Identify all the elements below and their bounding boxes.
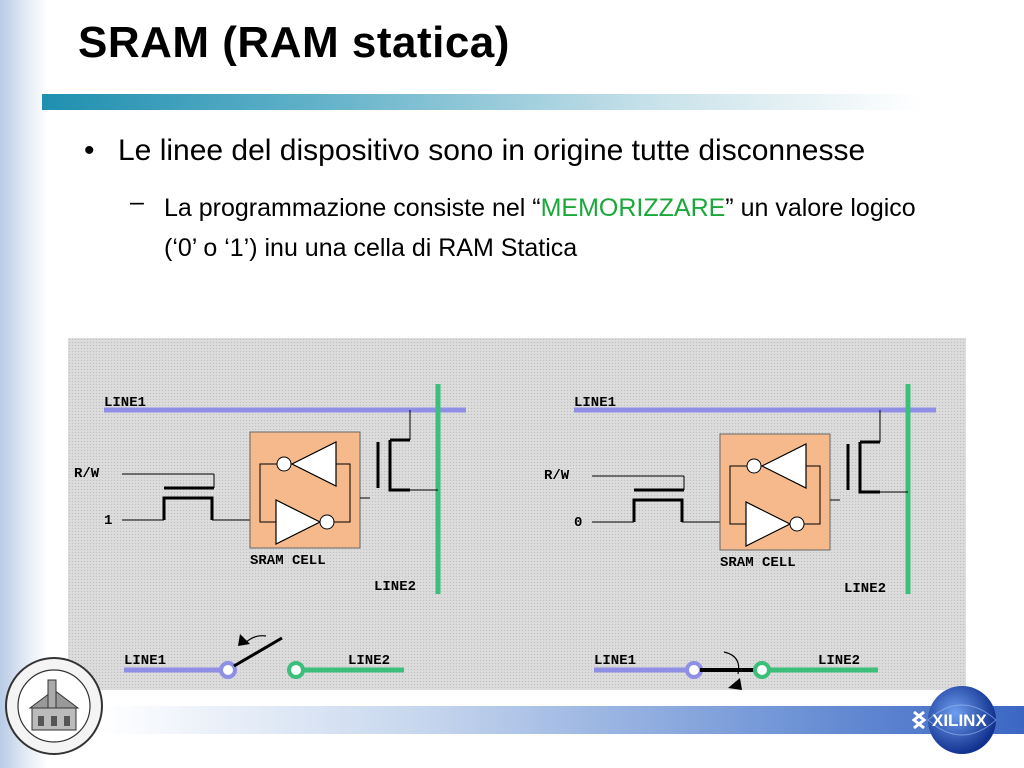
footer-gradient-bar (100, 706, 1024, 734)
right-bottom-line2-label: LINE2 (818, 653, 860, 669)
right-value-label: 0 (574, 515, 582, 531)
left-switch-node-b (287, 661, 305, 679)
right-rw-label: R/W (544, 468, 570, 484)
sub-text-before: La programmazione consiste nel “ (164, 194, 541, 222)
left-line2-label: LINE2 (374, 579, 416, 595)
right-switch-node-b (753, 661, 771, 679)
right-sram-cell-label: SRAM CELL (720, 555, 796, 571)
right-switch-arrow (728, 678, 742, 690)
left-sram-cell (249, 431, 361, 549)
left-value-label: 1 (104, 513, 112, 529)
sram-diagram-svg: LINE1 LINE2 R/W 1 SRAM CELL (74, 384, 936, 690)
left-sram-cell-label: SRAM CELL (250, 553, 326, 569)
right-line2-label: LINE2 (844, 581, 886, 597)
slide-title: SRAM (RAM statica) (78, 18, 510, 67)
left-switch-arrow (238, 634, 250, 646)
title-underline-bar (42, 94, 922, 110)
right-sram-cell (719, 433, 831, 551)
sub-text-after: ” un valore logico (‘0’ o ‘1’) inu una c… (164, 194, 916, 262)
left-output-transistor (388, 438, 410, 492)
sram-diagram: LINE1 LINE2 R/W 1 SRAM CELL (68, 338, 966, 690)
university-seal-logo (5, 657, 103, 755)
xilinx-wordmark: XILINX (932, 711, 987, 730)
bullet-text: Le linee del dispositivo sono in origine… (118, 134, 866, 167)
bullet-marker: • (84, 134, 95, 167)
right-pass-transistor (632, 498, 684, 522)
right-switch-node-a (685, 661, 703, 679)
left-pass-transistor (162, 496, 214, 520)
left-panel: LINE1 LINE2 R/W 1 SRAM CELL (74, 384, 466, 679)
xilinx-logo: XILINX (911, 686, 997, 754)
left-bottom-line1-label: LINE1 (124, 653, 166, 669)
left-switch-open (233, 636, 283, 668)
left-bottom-line2-label: LINE2 (348, 653, 390, 669)
left-line1-label: LINE1 (104, 395, 146, 411)
right-panel: LINE1 LINE2 R/W 0 SRAM CELL (544, 384, 936, 690)
right-bottom-line1-label: LINE1 (594, 653, 636, 669)
highlight-memorizzare: MEMORIZZARE (540, 194, 726, 222)
right-output-transistor (858, 440, 880, 494)
left-switch-node-a (219, 661, 237, 679)
right-line1-label: LINE1 (574, 395, 616, 411)
sub-bullet-text: La programmazione consiste nel “MEMORIZZ… (164, 188, 944, 268)
sub-bullet-marker: – (130, 188, 144, 216)
left-rw-label: R/W (74, 466, 100, 482)
left-gradient-strip (0, 0, 48, 768)
